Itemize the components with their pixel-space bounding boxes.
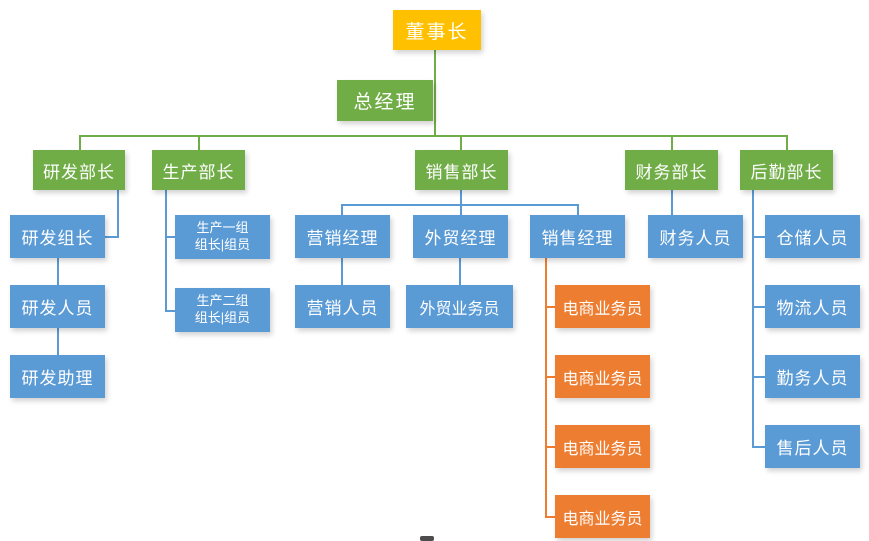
connector-marketing-mgr-staff xyxy=(341,258,343,285)
node-ecom-sales-3: 电商业务员 xyxy=(555,425,650,468)
connector-ecom3 xyxy=(545,446,555,448)
node-ecom-sales-1-label: 电商业务员 xyxy=(562,300,643,318)
connector-distributor xyxy=(79,135,788,137)
connector-drop-rd xyxy=(79,135,81,150)
connector-prod-group2 xyxy=(165,310,175,312)
connector-logistics-staff xyxy=(752,306,765,308)
node-service-staff: 勤务人员 xyxy=(765,355,860,398)
node-trade-sales: 外贸业务员 xyxy=(406,285,513,328)
connector-drop-logistics xyxy=(786,135,788,150)
node-sales-head: 销售部长 xyxy=(415,150,508,190)
node-aftersales-staff-label: 售后人员 xyxy=(776,439,849,458)
node-rd-head: 研发部长 xyxy=(33,150,125,190)
node-ecom-sales-2-label: 电商业务员 xyxy=(562,370,643,388)
node-rd-leader: 研发组长 xyxy=(10,215,105,258)
node-rd-assistant-label: 研发助理 xyxy=(21,369,94,388)
node-chairman-label: 董事长 xyxy=(405,21,469,43)
connector-prod-spine xyxy=(165,190,167,312)
node-ecom-sales-1: 电商业务员 xyxy=(555,285,650,328)
node-marketing-manager: 营销经理 xyxy=(295,215,390,258)
node-prod-group2: 生产二组 组长|组员 xyxy=(175,288,270,332)
connector-rd-leader-staff xyxy=(57,258,59,285)
node-logistics-staff: 物流人员 xyxy=(765,285,860,328)
node-prod-group1-title: 生产一组 xyxy=(196,220,249,236)
node-warehouse-staff-label: 仓储人员 xyxy=(776,229,849,248)
connector-prod-group1 xyxy=(165,236,175,238)
connector-rd-head-leader-h xyxy=(105,236,119,238)
connector-service-staff xyxy=(752,376,765,378)
node-rd-leader-label: 研发组长 xyxy=(21,229,94,248)
connector-drop-prod xyxy=(198,135,200,150)
connector-ecom2 xyxy=(545,376,555,378)
connector-logistics-spine xyxy=(752,190,754,448)
connector-sales-drop xyxy=(460,190,462,215)
node-prod-group2-title: 生产二组 xyxy=(196,293,249,309)
node-logistics-head-label: 后勤部长 xyxy=(750,162,823,182)
node-ecom-sales-3-label: 电商业务员 xyxy=(562,440,643,458)
node-prod-group1-sub: 组长|组员 xyxy=(194,237,251,252)
connector-rd-head-leader-v xyxy=(117,190,119,238)
connector-finance-staff xyxy=(671,190,673,215)
connector-drop-sales xyxy=(460,135,462,150)
bottom-edge-artifact xyxy=(420,536,434,541)
node-prod-group2-sub: 组长|组员 xyxy=(194,310,251,325)
node-rd-staff: 研发人员 xyxy=(10,285,105,328)
node-ecom-sales-4-label: 电商业务员 xyxy=(562,510,643,528)
connector-sales-distributor xyxy=(341,204,579,206)
node-marketing-staff-label: 营销人员 xyxy=(306,299,379,318)
node-prod-group1: 生产一组 组长|组员 xyxy=(175,215,270,259)
node-trade-manager: 外贸经理 xyxy=(413,215,508,258)
connector-ecom-spine xyxy=(545,258,547,517)
node-general-manager-label: 总经理 xyxy=(353,92,417,113)
node-finance-staff-label: 财务人员 xyxy=(659,229,732,248)
connector-trade-mgr-sales xyxy=(459,258,461,285)
node-logistics-head: 后勤部长 xyxy=(740,150,833,190)
node-trade-manager-label: 外贸经理 xyxy=(424,229,497,248)
node-finance-head-label: 财务部长 xyxy=(635,162,708,182)
connector-drop-sales-mgr xyxy=(577,204,579,215)
node-logistics-staff-label: 物流人员 xyxy=(776,299,849,318)
connector-ecom1 xyxy=(545,306,555,308)
connector-aftersales xyxy=(752,446,765,448)
node-finance-staff: 财务人员 xyxy=(648,215,743,258)
node-rd-head-label: 研发部长 xyxy=(43,162,115,182)
node-aftersales-staff: 售后人员 xyxy=(765,425,860,468)
node-rd-staff-label: 研发人员 xyxy=(21,299,94,318)
node-marketing-manager-label: 营销经理 xyxy=(306,229,379,248)
node-ecom-sales-4: 电商业务员 xyxy=(555,495,650,538)
node-marketing-staff: 营销人员 xyxy=(295,285,390,328)
connector-chairman-gm xyxy=(434,50,436,135)
connector-drop-finance xyxy=(671,135,673,150)
node-warehouse-staff: 仓储人员 xyxy=(765,215,860,258)
connector-rd-staff-assistant xyxy=(57,328,59,355)
node-finance-head: 财务部长 xyxy=(625,150,718,190)
connector-drop-marketing-mgr xyxy=(341,204,343,215)
node-service-staff-label: 勤务人员 xyxy=(776,369,849,388)
node-sales-manager-label: 销售经理 xyxy=(541,229,614,248)
connector-warehouse xyxy=(752,236,765,238)
node-prod-head: 生产部长 xyxy=(152,150,245,190)
connector-ecom4 xyxy=(545,516,555,518)
node-general-manager: 总经理 xyxy=(337,80,433,121)
node-chairman: 董事长 xyxy=(393,10,481,50)
node-prod-head-label: 生产部长 xyxy=(162,162,235,182)
node-sales-head-label: 销售部长 xyxy=(425,162,498,182)
node-rd-assistant: 研发助理 xyxy=(10,355,105,398)
node-ecom-sales-2: 电商业务员 xyxy=(555,355,650,398)
node-sales-manager: 销售经理 xyxy=(530,215,625,258)
node-trade-sales-label: 外贸业务员 xyxy=(419,300,500,318)
